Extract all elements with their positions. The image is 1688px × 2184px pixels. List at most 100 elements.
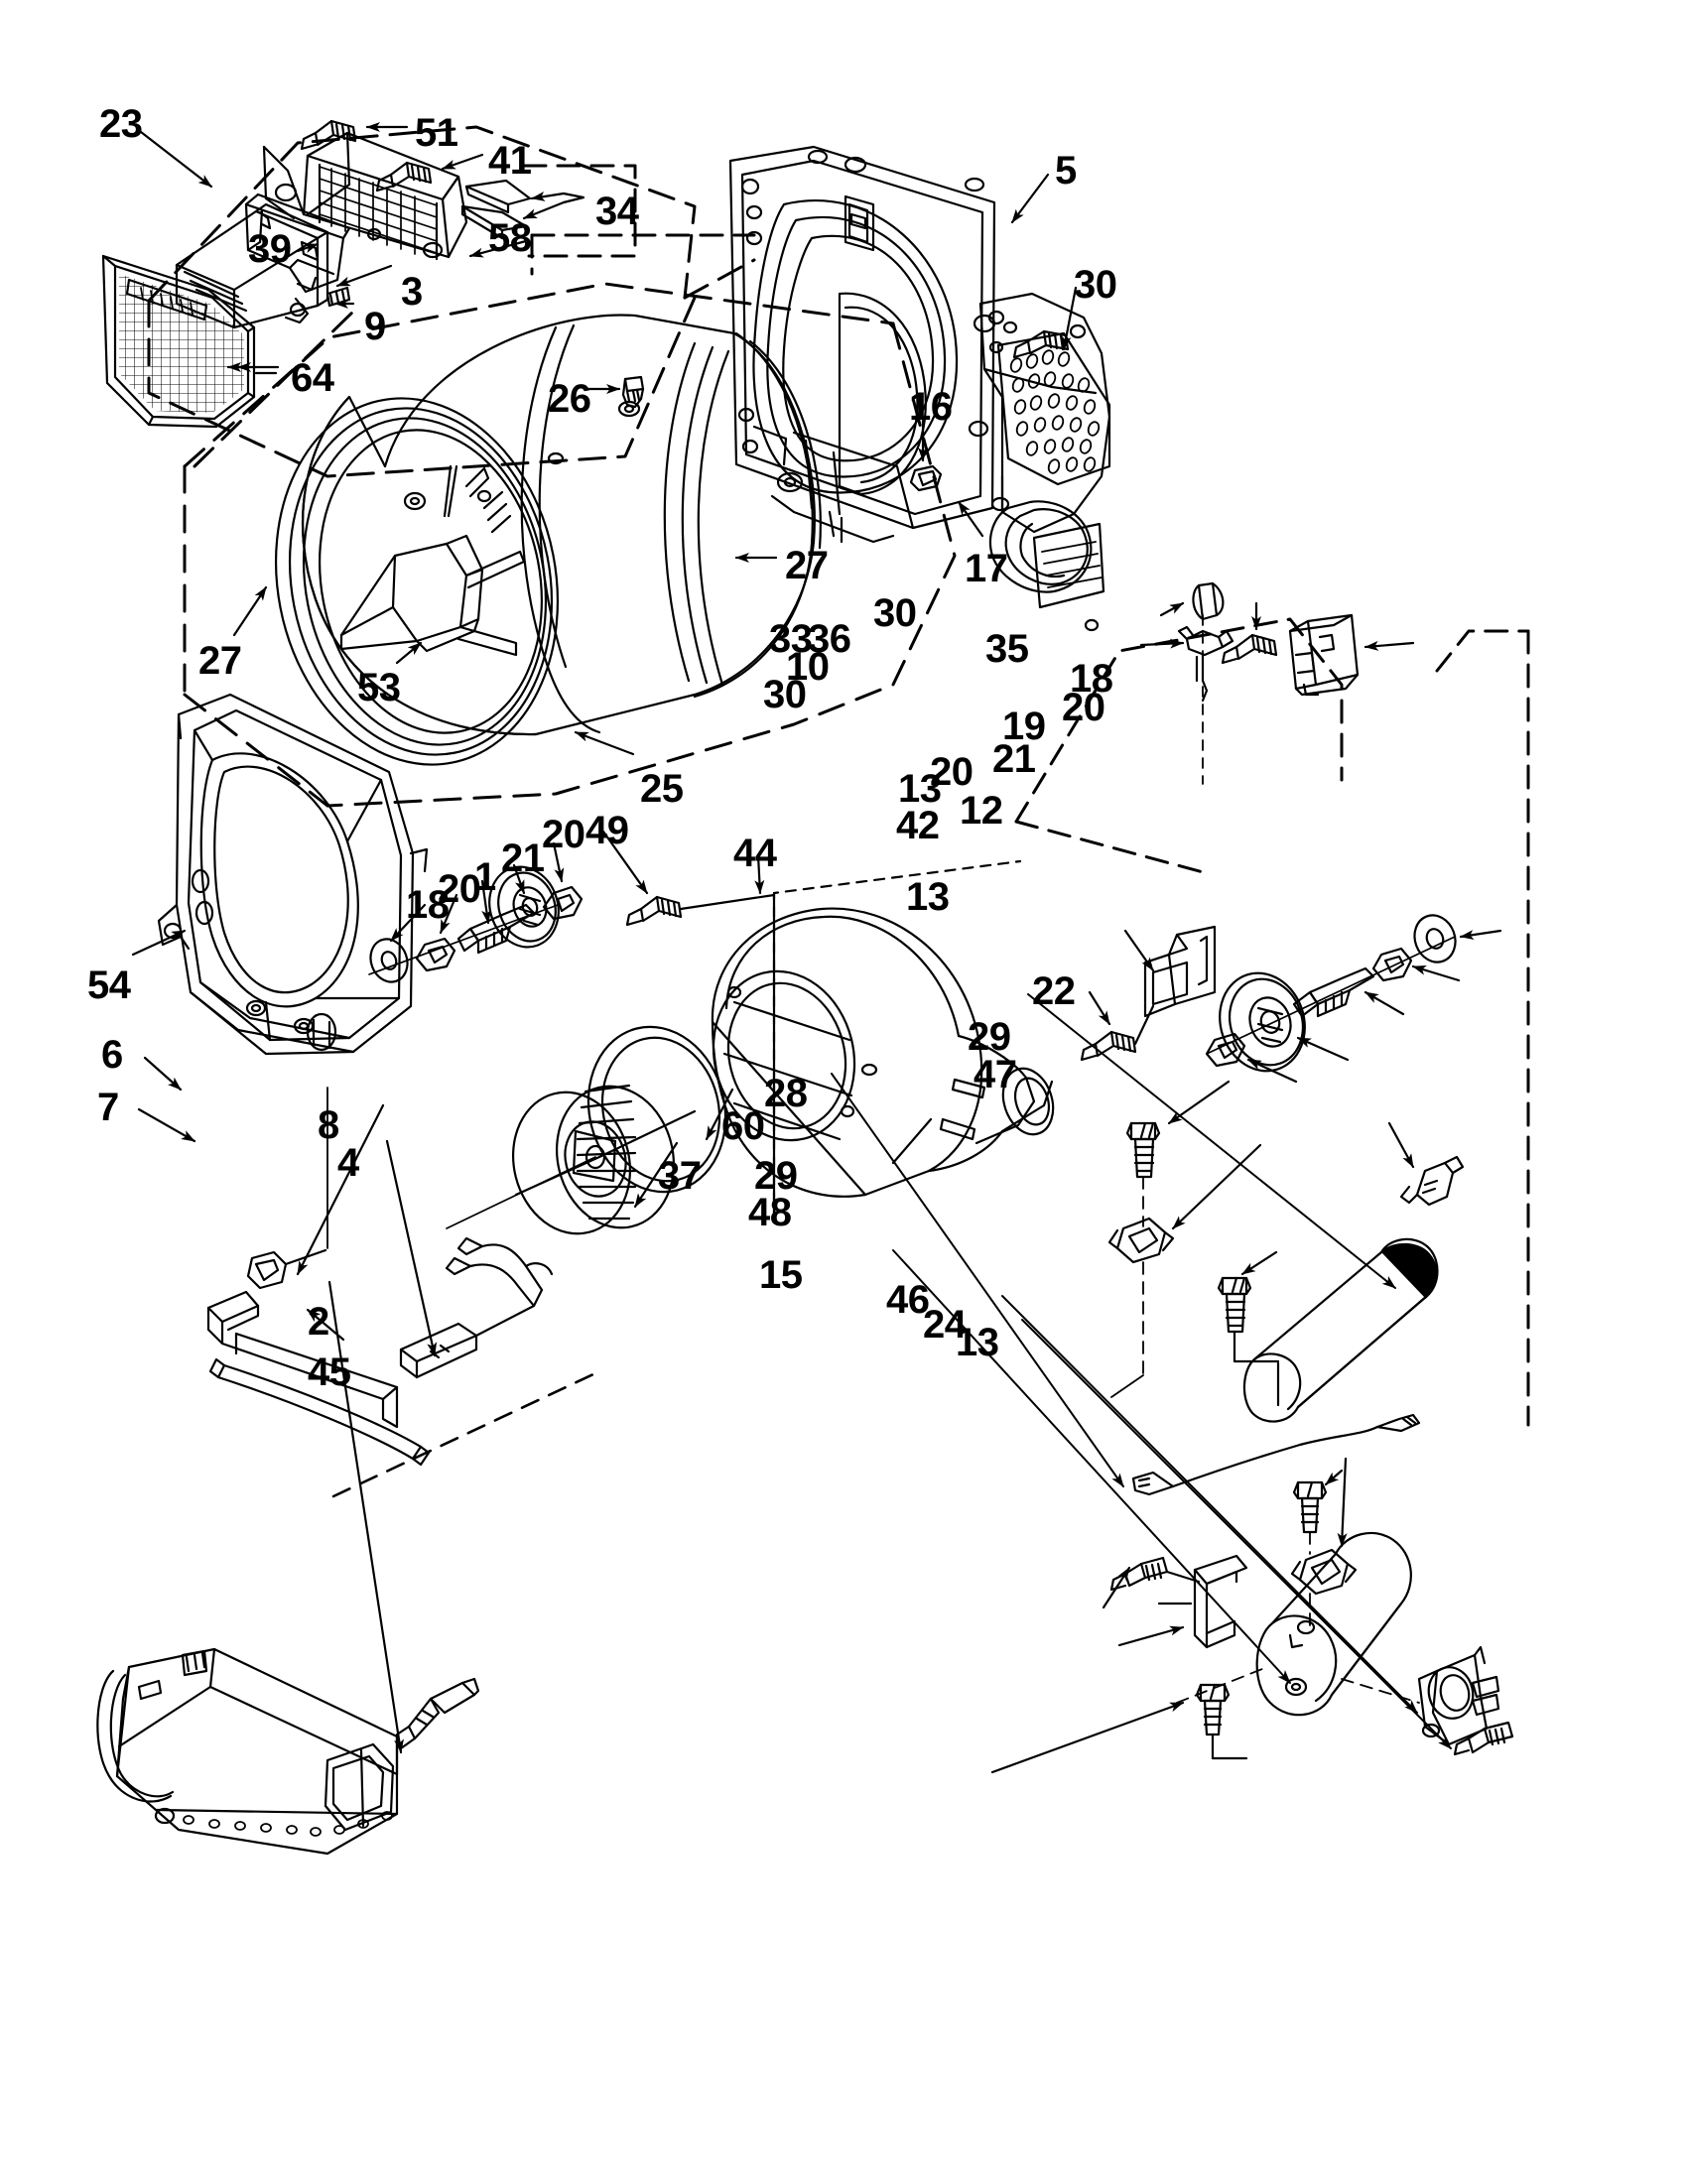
callout-58[interactable]: 58 — [488, 216, 532, 260]
callout-47[interactable]: 47 — [974, 1053, 1017, 1096]
callout-18-l[interactable]: 18 — [406, 883, 450, 927]
callout-13-c[interactable]: 13 — [956, 1321, 999, 1364]
callout-7[interactable]: 7 — [97, 1086, 119, 1129]
callout-44[interactable]: 44 — [733, 832, 777, 875]
leader-48 — [1117, 1625, 1185, 1647]
leader-44 — [754, 853, 765, 895]
callout-21-r[interactable]: 21 — [992, 737, 1036, 781]
callout-35[interactable]: 35 — [985, 627, 1029, 671]
callout-20-l2[interactable]: 20 — [542, 813, 585, 856]
part-37-blower-wheel — [511, 1084, 697, 1235]
callout-64[interactable]: 64 — [291, 356, 334, 400]
leader-53 — [395, 641, 423, 665]
part-30-screw-mid — [1221, 633, 1278, 665]
callout-27-b[interactable]: 27 — [198, 639, 242, 683]
centerline-24 — [1341, 1678, 1420, 1704]
callout-39[interactable]: 39 — [248, 227, 292, 271]
callout-46[interactable]: 46 — [886, 1278, 930, 1322]
callout-18-r[interactable]: 18 — [1070, 657, 1113, 701]
part-30-screw-top — [1012, 329, 1070, 359]
callout-2[interactable]: 2 — [308, 1300, 329, 1344]
callout-13-b[interactable]: 13 — [906, 875, 950, 919]
callout-26[interactable]: 26 — [548, 377, 591, 421]
callout-60[interactable]: 60 — [721, 1104, 765, 1148]
callout-20-r[interactable]: 20 — [1062, 686, 1105, 729]
part-34-seals — [460, 179, 585, 240]
callout-53[interactable]: 53 — [357, 666, 401, 709]
leader-22 — [1027, 993, 1396, 1289]
callout-28[interactable]: 28 — [764, 1072, 808, 1115]
leader-41 — [441, 153, 484, 171]
callout-37[interactable]: 37 — [658, 1154, 702, 1198]
callout-29-b[interactable]: 29 — [754, 1154, 798, 1198]
group-58-bracket — [530, 233, 756, 276]
callout-6[interactable]: 6 — [101, 1033, 123, 1077]
group-right-boundary — [1435, 629, 1530, 1427]
leader-20-left — [439, 893, 458, 935]
leader-47 — [1337, 1457, 1348, 1548]
callout-17[interactable]: 17 — [965, 547, 1008, 590]
leader-10 — [1123, 929, 1155, 972]
part-58-grille — [262, 131, 468, 261]
leader-21-left — [512, 863, 526, 895]
callout-21-l[interactable]: 21 — [501, 836, 545, 880]
callout-54[interactable]: 54 — [87, 964, 131, 1007]
part-8-nut — [246, 1248, 327, 1290]
leader-12 — [1387, 1121, 1415, 1169]
callout-16[interactable]: 16 — [909, 385, 953, 429]
leader-36 — [1139, 638, 1185, 649]
leader-18-left — [389, 903, 427, 943]
leader-49 — [601, 830, 649, 895]
callout-12[interactable]: 12 — [960, 789, 1003, 833]
leader-1 — [480, 879, 492, 925]
callout-33[interactable]: 33 — [769, 617, 813, 661]
callout-36[interactable]: 36 — [808, 617, 851, 661]
callout-19[interactable]: 19 — [1002, 705, 1046, 748]
callout-51[interactable]: 51 — [415, 111, 458, 155]
callout-20-l[interactable]: 20 — [438, 867, 481, 911]
callout-1[interactable]: 1 — [474, 855, 496, 899]
part-22-heater — [1242, 1237, 1439, 1423]
leader-29-lower — [1102, 1566, 1131, 1609]
part-13-screw-a — [1125, 1121, 1161, 1179]
callout-4[interactable]: 4 — [337, 1141, 359, 1185]
callout-15[interactable]: 15 — [759, 1253, 803, 1297]
callout-34[interactable]: 34 — [595, 190, 639, 233]
callout-49[interactable]: 49 — [585, 809, 629, 852]
part-19-shaft — [1292, 966, 1375, 1018]
group-35-boundary — [1014, 617, 1344, 875]
louver-vent — [1032, 522, 1105, 609]
leader-3 — [335, 264, 393, 288]
callout-30-c[interactable]: 30 — [763, 673, 807, 716]
callout-48[interactable]: 48 — [748, 1191, 792, 1234]
callout-20-r2[interactable]: 20 — [930, 750, 974, 794]
leader-7 — [137, 1107, 196, 1143]
part-51-screws — [300, 119, 433, 193]
part-49-screw — [625, 893, 776, 927]
centerline-46 — [1176, 1668, 1263, 1704]
leader-35 — [1363, 640, 1415, 651]
callout-22[interactable]: 22 — [1032, 969, 1076, 1013]
callout-5[interactable]: 5 — [1055, 149, 1077, 193]
part-26-screw — [585, 375, 645, 418]
callout-30-b[interactable]: 30 — [873, 591, 917, 635]
group-41-bracket — [522, 164, 637, 258]
callout-41[interactable]: 41 — [488, 139, 532, 183]
part-30-screw-low — [1080, 1004, 1155, 1062]
part-29-screw-upper — [1292, 1480, 1328, 1534]
callout-27-a[interactable]: 27 — [785, 544, 829, 587]
part-53-drum-baffle — [339, 534, 526, 657]
callout-30-top[interactable]: 30 — [1074, 263, 1117, 307]
callout-10[interactable]: 10 — [786, 645, 830, 689]
callout-29-a[interactable]: 29 — [968, 1015, 1011, 1059]
callout-13-a[interactable]: 13 — [898, 767, 942, 811]
callout-24[interactable]: 24 — [923, 1303, 967, 1347]
callout-8[interactable]: 8 — [318, 1103, 339, 1147]
callout-25[interactable]: 25 — [640, 767, 684, 811]
callout-3[interactable]: 3 — [401, 270, 423, 314]
callout-42[interactable]: 42 — [896, 804, 940, 847]
part-20-clip-right — [1371, 947, 1413, 982]
callout-45[interactable]: 45 — [308, 1350, 351, 1394]
callout-23[interactable]: 23 — [99, 102, 143, 146]
callout-9[interactable]: 9 — [364, 305, 386, 348]
